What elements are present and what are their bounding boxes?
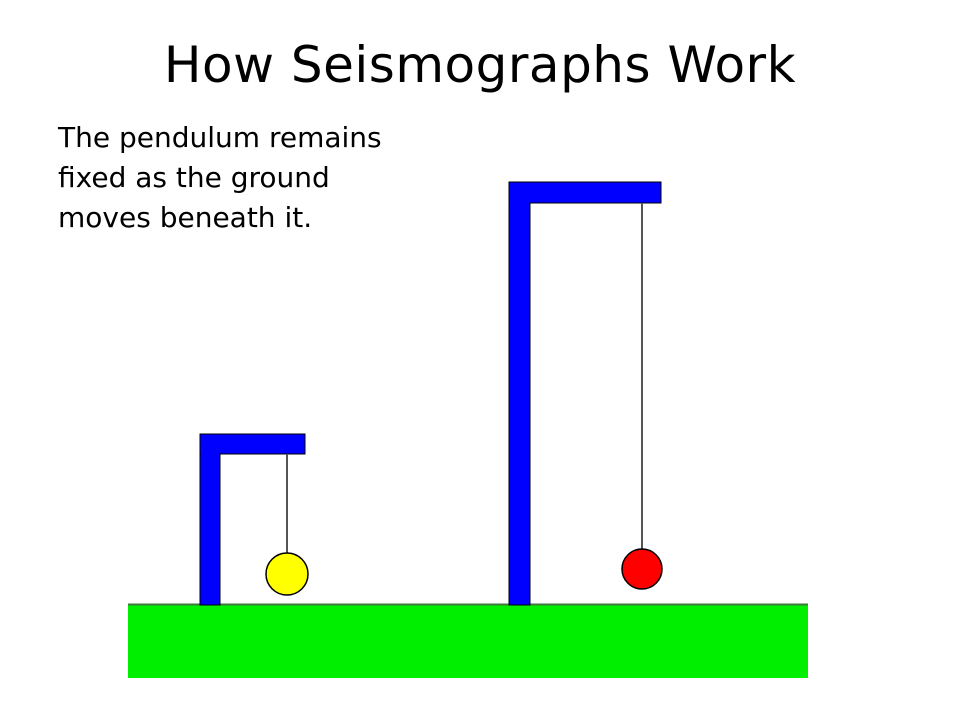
large-pendulum bbox=[508, 181, 663, 606]
small-frame-arm bbox=[199, 433, 306, 455]
caption-line-2: fixed as the ground bbox=[58, 161, 330, 194]
caption-line-1: The pendulum remains bbox=[58, 121, 382, 154]
small-pendulum bbox=[199, 433, 309, 606]
small-frame-post-fill bbox=[201, 435, 219, 604]
small-pendulum-bob bbox=[265, 552, 309, 596]
large-pendulum-bob bbox=[621, 548, 663, 590]
caption: The pendulum remains fixed as the ground… bbox=[58, 118, 458, 238]
large-frame-post-fill bbox=[510, 183, 529, 604]
large-frame-arm bbox=[508, 181, 662, 204]
caption-line-3: moves beneath it. bbox=[58, 201, 313, 234]
slide-title: How Seismographs Work bbox=[163, 36, 797, 94]
ground bbox=[128, 604, 808, 678]
